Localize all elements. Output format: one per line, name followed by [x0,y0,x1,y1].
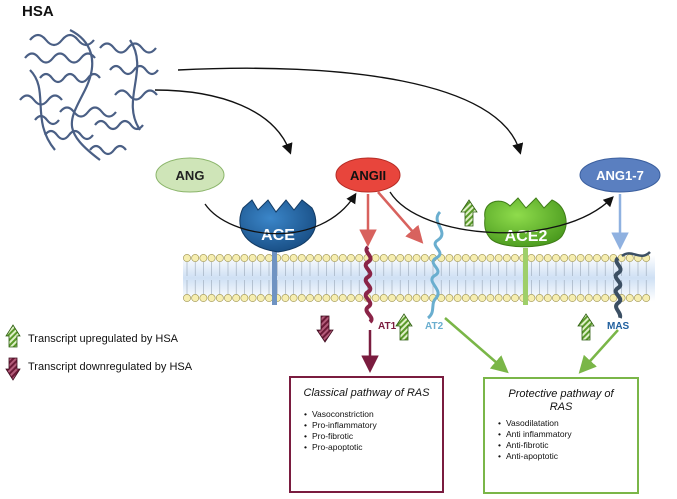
protective-pathway-list: Vasodilatation Anti inflammatory Anti-fi… [485,418,637,462]
list-item: Pro-apoptotic [312,442,442,453]
at2-upregulated-arrow [395,313,413,341]
at2-to-protective-arrow [444,317,509,374]
list-item: Pro-inflammatory [312,420,442,431]
cell-membrane [183,254,655,302]
at2-label: AT2 [425,321,444,332]
at1-receptor [363,245,374,324]
hsa-to-ace-arrow [154,89,293,155]
mas-to-protective-arrow [578,329,619,374]
list-item: Anti-apoptotic [506,451,637,462]
angii-to-at2-arrow [377,191,424,244]
mas-label: MAS [607,321,630,332]
list-item: Vasodilatation [506,418,637,429]
svg-text:ANGII: ANGII [350,168,386,183]
legend-down-arrow-icon [5,357,21,381]
ace2-label: ACE2 [505,228,548,245]
at1-label: AT1 [378,321,397,332]
svg-text:ANG: ANG [176,168,205,183]
legend-up-label: Transcript upregulated by HSA [28,333,179,345]
ace2-enzyme [484,197,567,305]
legend-down-label: Transcript downregulated by HSA [28,361,193,373]
classical-pathway-list: Vasoconstriction Pro-inflammatory Pro-fi… [291,409,442,453]
at1-downregulated-arrow [316,315,334,343]
mas-upregulated-arrow [577,313,595,341]
legend-up-arrow-icon [5,324,21,348]
hsa-to-ace2-arrow [177,67,524,155]
ace-enzyme [239,199,317,305]
svg-text:ANG1-7: ANG1-7 [596,168,644,183]
classical-pathway-box: Classical pathway of RAS Vasoconstrictio… [289,376,444,493]
ace2-upregulated-arrow [460,199,478,227]
list-item: Pro-fibrotic [312,431,442,442]
protective-pathway-box: Protective pathway of RAS Vasodilatation… [483,377,639,494]
ang-to-angii-arrow [204,192,357,235]
legend: Transcript upregulated by HSA Transcript… [5,324,193,381]
classical-pathway-title: Classical pathway of RAS [303,387,430,399]
hsa-label: HSA [22,3,54,20]
mas-receptor [613,251,651,319]
ang-node: ANG [155,157,225,193]
protective-pathway-title-line2: RAS [549,401,573,413]
list-item: Anti inflammatory [506,429,637,440]
ace-label: ACE [261,227,295,244]
list-item: Vasoconstriction [312,409,442,420]
hsa-protein-structure [19,29,159,161]
angii-node: ANGII [335,157,401,193]
at2-receptor [426,210,444,320]
ang17-node: ANG1-7 [579,157,661,193]
angii-to-ang17-arrow [389,191,614,234]
protective-pathway-title-line1: Protective pathway of [508,388,614,400]
list-item: Anti-fibrotic [506,440,637,451]
